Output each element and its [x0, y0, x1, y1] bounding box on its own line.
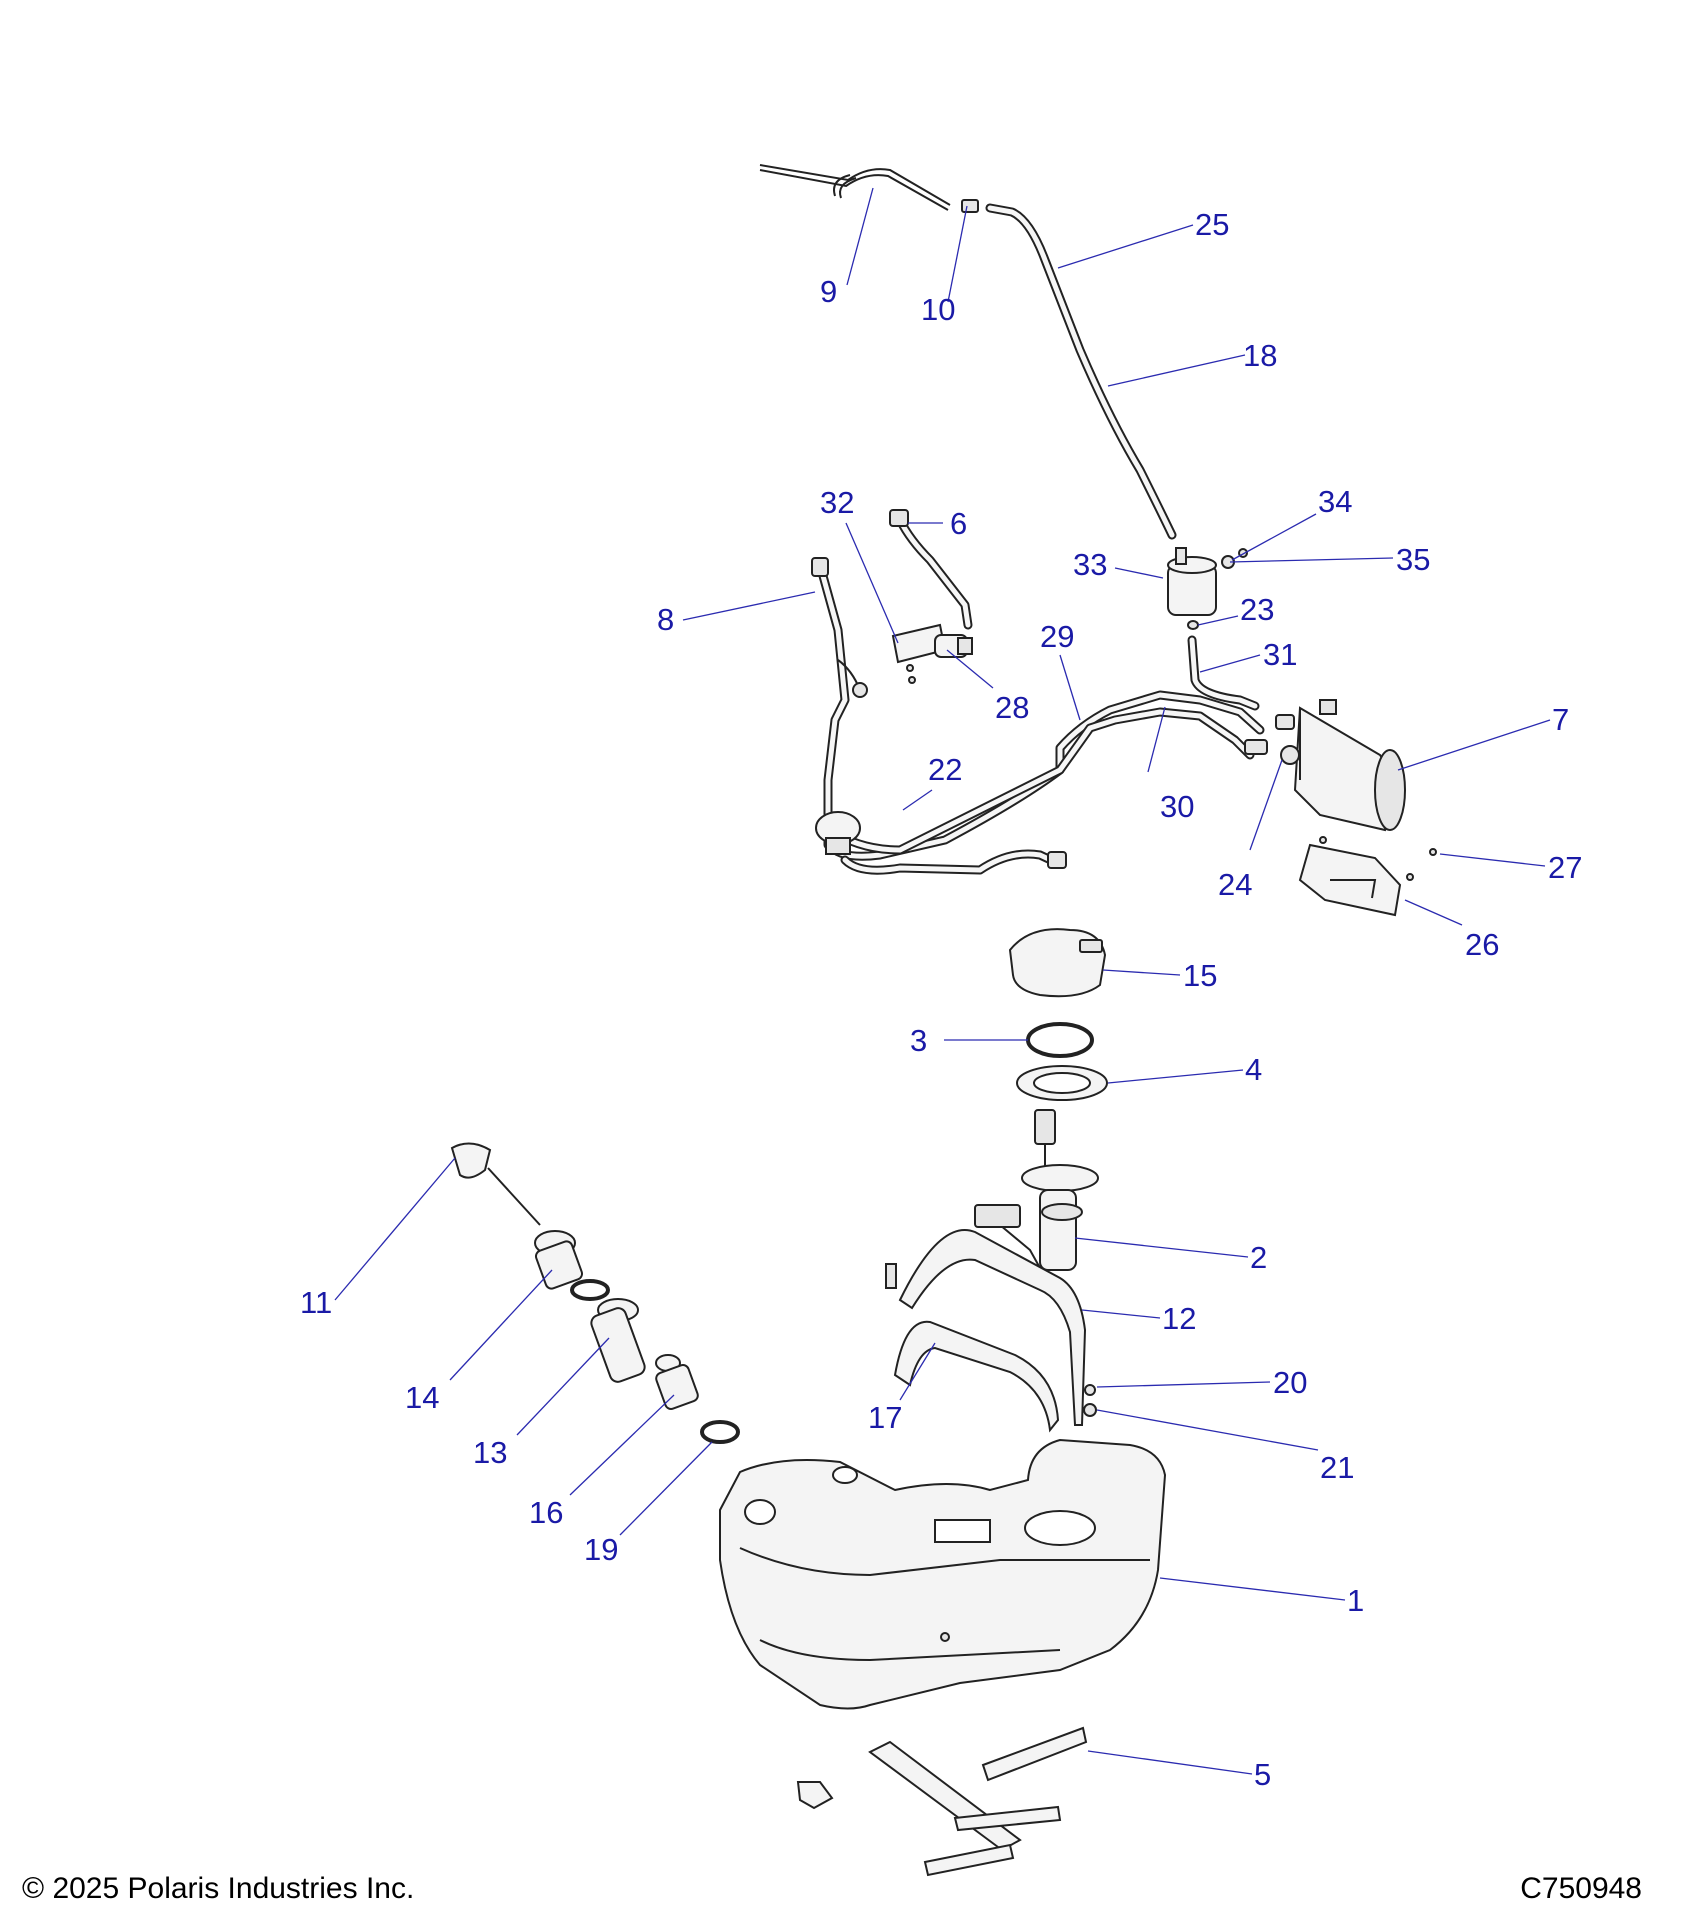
callout-2: 2: [1250, 1240, 1267, 1275]
strap-12: [885, 1229, 1087, 1426]
skid-pads-5: [796, 1726, 1088, 1877]
filler-hose-13: [590, 1298, 646, 1383]
callout-23: 23: [1240, 592, 1274, 627]
callout-6: 6: [950, 506, 967, 541]
diagram-id: C750948: [1520, 1872, 1642, 1905]
fuel-hose-8: [811, 557, 861, 850]
callout-29: 29: [1040, 619, 1074, 654]
callout-16: 16: [529, 1495, 563, 1530]
callout-8: 8: [657, 602, 674, 637]
callout-13: 13: [473, 1435, 507, 1470]
washer-21: [1083, 1403, 1097, 1417]
callout-18: 18: [1243, 338, 1277, 373]
hose-6-and-bracket: [852, 509, 973, 698]
vent-valve-33: [1167, 547, 1248, 630]
callout-5: 5: [1254, 1757, 1271, 1792]
fuel-line-main: [815, 690, 1295, 875]
callout-labels: 1 2 3 4 5 6 7 8 9 10 11 12 13 14 15 16 1…: [300, 207, 1582, 1792]
bolt-20: [1084, 1384, 1096, 1396]
filler-elbow-16: [655, 1354, 699, 1410]
callout-24: 24: [1218, 867, 1252, 902]
callout-30: 30: [1160, 789, 1194, 824]
callout-14: 14: [405, 1380, 439, 1415]
leader-lines: [334, 187, 1551, 1775]
callout-9: 9: [820, 274, 837, 309]
seal-ring-3: [1026, 1022, 1094, 1058]
callout-17: 17: [868, 1400, 902, 1435]
strap-17: [893, 1320, 1060, 1433]
callout-15: 15: [1183, 958, 1217, 993]
hose-clamp-19: [700, 1420, 740, 1444]
fuel-pump-2: [974, 1109, 1099, 1271]
callout-3: 3: [910, 1023, 927, 1058]
vent-hose-upper: [759, 164, 1177, 540]
filler-neck-14: [534, 1230, 610, 1301]
callout-11: 11: [300, 1285, 332, 1320]
callout-34: 34: [1318, 484, 1352, 519]
callout-35: 35: [1396, 542, 1430, 577]
callout-26: 26: [1465, 927, 1499, 962]
callout-1: 1: [1347, 1583, 1364, 1618]
fuel-cap-11: [450, 1142, 541, 1226]
callout-19: 19: [584, 1532, 618, 1567]
callout-22: 22: [928, 752, 962, 787]
callout-25: 25: [1195, 207, 1229, 242]
pump-cover-15: [1008, 928, 1107, 998]
callout-10: 10: [921, 292, 955, 327]
callout-7: 7: [1552, 702, 1569, 737]
callout-20: 20: [1273, 1365, 1307, 1400]
callout-28: 28: [995, 690, 1029, 725]
copyright-text: © 2025 Polaris Industries Inc.: [22, 1872, 415, 1905]
callout-27: 27: [1548, 850, 1582, 885]
lock-ring-4: [1016, 1065, 1108, 1101]
callout-21: 21: [1320, 1450, 1354, 1485]
callout-32: 32: [820, 485, 854, 520]
canister-bracket-26: [1298, 836, 1437, 917]
callout-33: 33: [1073, 547, 1107, 582]
fuel-tank-1: [719, 1438, 1167, 1710]
callout-31: 31: [1263, 637, 1297, 672]
callout-4: 4: [1245, 1052, 1262, 1087]
evap-canister-7: [1280, 699, 1406, 832]
callout-12: 12: [1162, 1301, 1196, 1336]
